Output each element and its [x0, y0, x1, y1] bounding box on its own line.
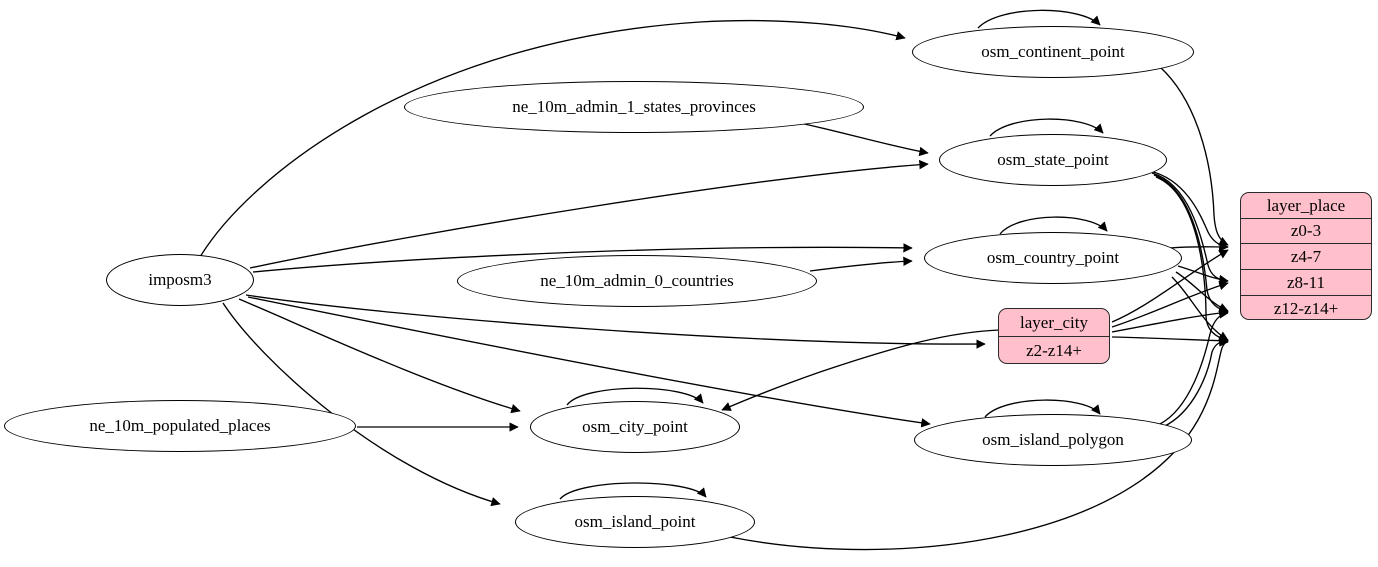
edge-ne_countries-to-osm_country_point: [809, 256, 913, 272]
edge-imposm3-to-osm_continent_point: [199, 19, 906, 258]
node-ne_10m_admin_1_states_provinces[interactable]: ne_10m_admin_1_states_provinces: [404, 81, 864, 133]
node-osm_country_point[interactable]: osm_country_point: [924, 232, 1182, 284]
edge-imposm3-to-osm_island_polygon: [247, 296, 931, 428]
node-osm_city_point[interactable]: osm_city_point: [530, 401, 740, 453]
node-layer_city[interactable]: layer_city z2-z14+: [998, 308, 1110, 364]
edge-layer_city-to-layer_place-z0_3: [1111, 249, 1229, 323]
edge-osm_state_point-to-layer_place-z12_z14: [1155, 176, 1229, 344]
selfloop-osm_state_point: [989, 118, 1104, 137]
layer_place-row-z12-z14plus[interactable]: z12-z14+: [1273, 298, 1339, 318]
edge-imposm3-to-osm_state_point: [249, 159, 929, 269]
layer_place-row-z0-3[interactable]: z0-3: [1241, 219, 1371, 244]
edge-imposm3-to-layer_city: [245, 294, 986, 349]
layer_place-row-z4-7[interactable]: z4-7: [1241, 244, 1371, 270]
selfloop-osm_island_point: [559, 482, 707, 500]
selfloop-osm_country_point: [999, 216, 1108, 235]
edge-imposm3-to-osm_country_point: [252, 243, 913, 273]
node-osm_state_point[interactable]: osm_state_point: [939, 134, 1167, 186]
edge-layer_city-to-layer_place-z8_11: [1111, 308, 1229, 333]
edge-imposm3-to-osm_city_point: [238, 298, 521, 414]
layer_place-row-z8-11[interactable]: z8-11: [1241, 270, 1371, 296]
edge-osm_country_point-to-layer_place-z4_7: [1177, 265, 1229, 285]
node-imposm3[interactable]: imposm3: [106, 254, 254, 306]
node-ne_10m_populated_places[interactable]: ne_10m_populated_places: [4, 400, 356, 452]
node-osm_island_polygon[interactable]: osm_island_polygon: [914, 414, 1192, 466]
edge-layer_city-to-layer_place-z12_z14: [1111, 336, 1229, 346]
edge-osm_state_point-to-layer_place-z8_11: [1153, 174, 1229, 315]
selfloop-osm_city_point: [566, 387, 704, 406]
node-osm_continent_point[interactable]: osm_continent_point: [912, 26, 1194, 78]
node-layer_place[interactable]: layer_place z0-3 z4-7 z8-11 z12-z14+: [1240, 192, 1372, 320]
layer_city-row-z2-z14plus[interactable]: z2-z14+: [1026, 341, 1082, 360]
edge-osm_country_point-to-layer_place-z8_11: [1175, 271, 1229, 312]
edge-layer_city-to-osm_city_point: [721, 329, 1001, 411]
edge-osm_country_point-to-layer_place-z0_3: [1169, 242, 1229, 252]
edge-ne_states-to-osm_state_point: [799, 122, 929, 157]
selfloop-osm_continent_point: [977, 9, 1101, 29]
layer_city-header: layer_city: [999, 309, 1109, 337]
selfloop-osm_island_polygon: [984, 399, 1101, 418]
node-osm_island_point[interactable]: osm_island_point: [515, 496, 755, 548]
layer_place-header: layer_place: [1241, 193, 1371, 219]
edge-osm_island_polygon-to-layer_place-z8_11: [1159, 309, 1229, 425]
edge-osm_continent_point-to-layer_place-z0_3: [1159, 66, 1229, 246]
node-ne_10m_admin_0_countries[interactable]: ne_10m_admin_0_countries: [457, 255, 817, 307]
edge-layer_city-to-layer_place-z4_7: [1111, 281, 1229, 328]
